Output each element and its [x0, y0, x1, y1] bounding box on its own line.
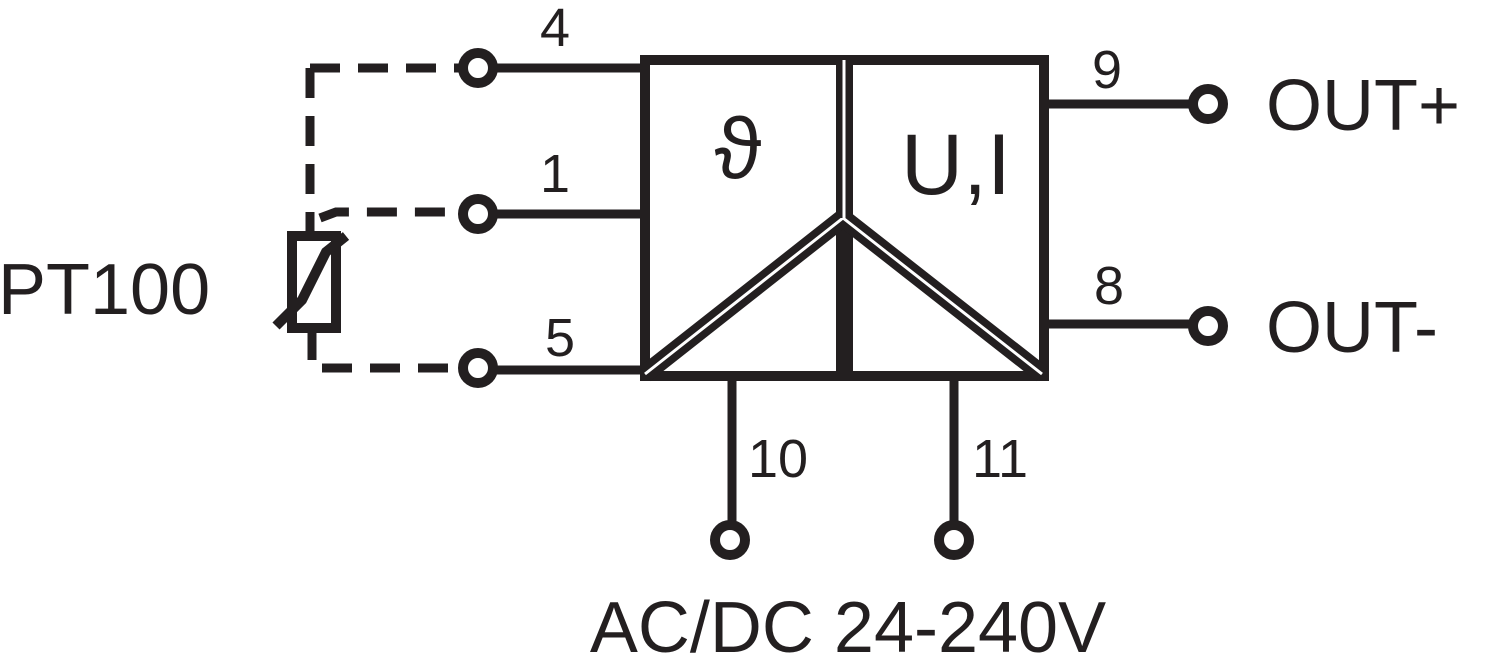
terminal-11-label: 11 [972, 429, 1028, 489]
terminal-4-circle [458, 48, 498, 88]
block-left-half [640, 55, 846, 381]
terminal-10-circle [710, 520, 750, 560]
pt100-resistor-symbol [272, 231, 350, 333]
terminal-9-circle [1188, 84, 1228, 124]
terminal-11-circle [934, 520, 974, 560]
wire-dashed-bottom [307, 330, 460, 373]
terminal-5-circle [458, 348, 498, 388]
terminal-8-circle [1188, 306, 1228, 346]
block-right-half [843, 55, 1049, 381]
output-positive-label: OUT+ [1266, 66, 1460, 146]
wire-dashed-middle [318, 207, 460, 223]
supply-wiring [710, 371, 974, 560]
output-wiring [1039, 84, 1228, 346]
terminal-5-label: 5 [545, 308, 575, 368]
transmitter-block [639, 55, 1049, 382]
supply-voltage-label: AC/DC 24-240V [590, 588, 1106, 662]
terminal-9-label: 9 [1092, 40, 1122, 100]
terminal-4-label: 4 [540, 0, 570, 58]
output-negative-label: OUT- [1266, 288, 1438, 368]
input-leads [489, 63, 650, 375]
terminal-8-label: 8 [1094, 256, 1124, 316]
sensor-wiring [305, 63, 460, 373]
terminal-10-label: 10 [748, 429, 808, 489]
terminal-1-circle [458, 194, 498, 234]
sensor-label: PT100 [0, 250, 210, 330]
input-temperature-symbol: ϑ [714, 101, 761, 197]
terminal-1-label: 1 [540, 144, 570, 204]
output-signal-symbol: U,I [901, 117, 1011, 213]
thermal-slash [272, 232, 350, 330]
input-terminals [458, 48, 498, 388]
